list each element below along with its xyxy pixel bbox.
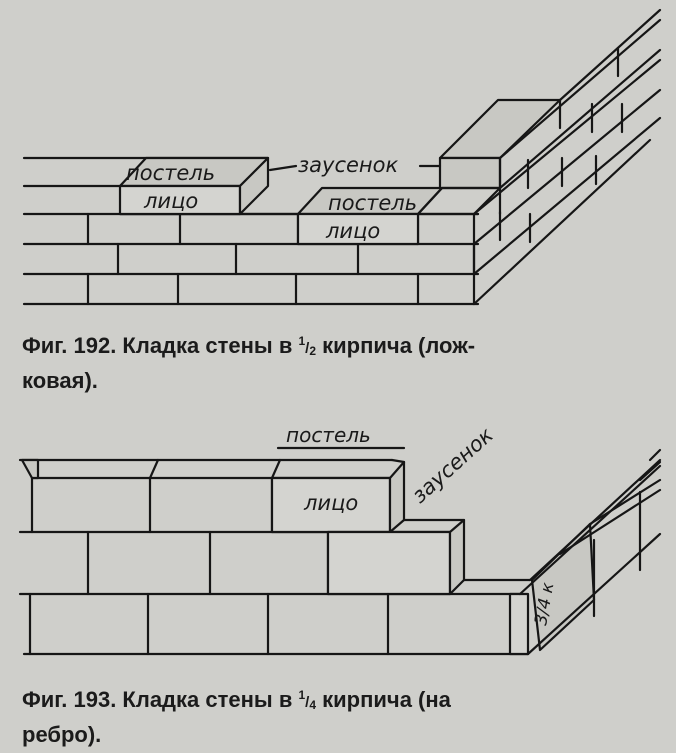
fig192-label-bed-right: постель [328, 191, 417, 215]
fig193-courses [18, 458, 530, 656]
fig192-caption-prefix: Фиг. 192. Кладка стены в [22, 333, 293, 358]
fig193-caption-prefix: Фиг. 193. Кладка стены в [22, 687, 293, 712]
fig192-label-face-left: лицо [143, 189, 198, 213]
fig192-caption-continuation: ковая). [22, 368, 98, 393]
fig193-return-wall [518, 448, 662, 656]
fig193-bottom-course [28, 578, 532, 656]
fig192-caption-fraction: 1/2 [298, 334, 317, 358]
figure-192-half-brick-wall-diagram: постель лицо заусенок постель лицо [22, 8, 662, 306]
fig192-burr-leader-left [268, 164, 298, 172]
fig192-return-wall [416, 8, 662, 306]
fig193-caption: Фиг. 193. Кладка стены в 1/4 кирпича (на… [22, 680, 662, 750]
fig193-middle-course [86, 518, 466, 596]
fig193-label-face: лицо [303, 491, 358, 515]
fig192-top-brick-left [118, 156, 270, 216]
fig192-label-burr: заусенок [298, 153, 399, 177]
fig193-top-course [20, 458, 406, 534]
figure-193-quarter-brick-wall-diagram: постель лицо заусенок 3/4 к [18, 423, 662, 656]
fig192-label-bed-left: постель [126, 161, 215, 185]
fig193-label-burr: заусенок [407, 423, 498, 508]
fig192-caption: Фиг. 192. Кладка стены в 1/2 кирпича (ло… [22, 326, 662, 396]
fig193-label-bed: постель [286, 423, 371, 447]
fig193-caption-fraction: 1/4 [298, 688, 317, 712]
fig192-label-face-right: лицо [325, 219, 380, 243]
fig192-caption-mid: кирпича (лож- [322, 333, 476, 358]
fig193-caption-continuation: ребро). [22, 722, 102, 747]
fig193-caption-mid: кирпича (на [322, 687, 451, 712]
